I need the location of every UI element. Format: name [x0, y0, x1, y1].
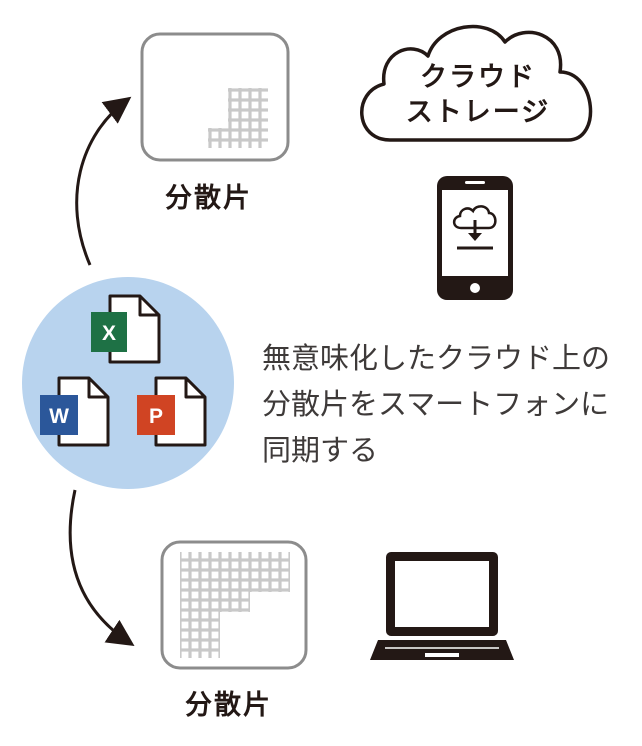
- powerpoint-file-icon: P: [137, 376, 207, 447]
- top-fragment-label: 分散片: [165, 183, 252, 214]
- bottom-fragment-grid-top: [180, 552, 290, 592]
- description-line3: 同期する: [262, 433, 379, 467]
- top-fragment-grid-row: [208, 128, 228, 148]
- description-line2: 分散片をスマートフォンに: [262, 387, 610, 421]
- smartphone-icon: [437, 176, 513, 300]
- bottom-fragment-label: 分散片: [185, 690, 272, 721]
- excel-letter: X: [102, 322, 116, 345]
- cloud-icon: [360, 24, 593, 142]
- arrow-up: [75, 96, 132, 266]
- word-file-icon: W: [40, 376, 110, 447]
- excel-file-icon: X: [91, 294, 161, 364]
- bottom-fragment-grid-mid: [180, 592, 250, 612]
- cloud-download-icon: [452, 205, 497, 230]
- powerpoint-letter: P: [149, 405, 163, 428]
- word-letter: W: [49, 405, 69, 428]
- cloud-storage-label: クラウド ストレージ: [378, 60, 578, 130]
- bottom-fragment-grid-low: [180, 612, 220, 658]
- top-fragment-box: [140, 32, 290, 162]
- arrow-down: [68, 489, 135, 646]
- cloud-label-line1: クラウド: [420, 62, 536, 93]
- top-fragment-grid-col: [228, 88, 268, 148]
- cloud-label-line2: ストレージ: [405, 97, 551, 128]
- description-text: 無意味化したクラウド上の 分散片をスマートフォンに 同期する: [262, 335, 610, 473]
- description-line1: 無意味化したクラウド上の: [262, 341, 611, 375]
- laptop-icon: [370, 552, 514, 660]
- bottom-fragment-box: [160, 540, 308, 670]
